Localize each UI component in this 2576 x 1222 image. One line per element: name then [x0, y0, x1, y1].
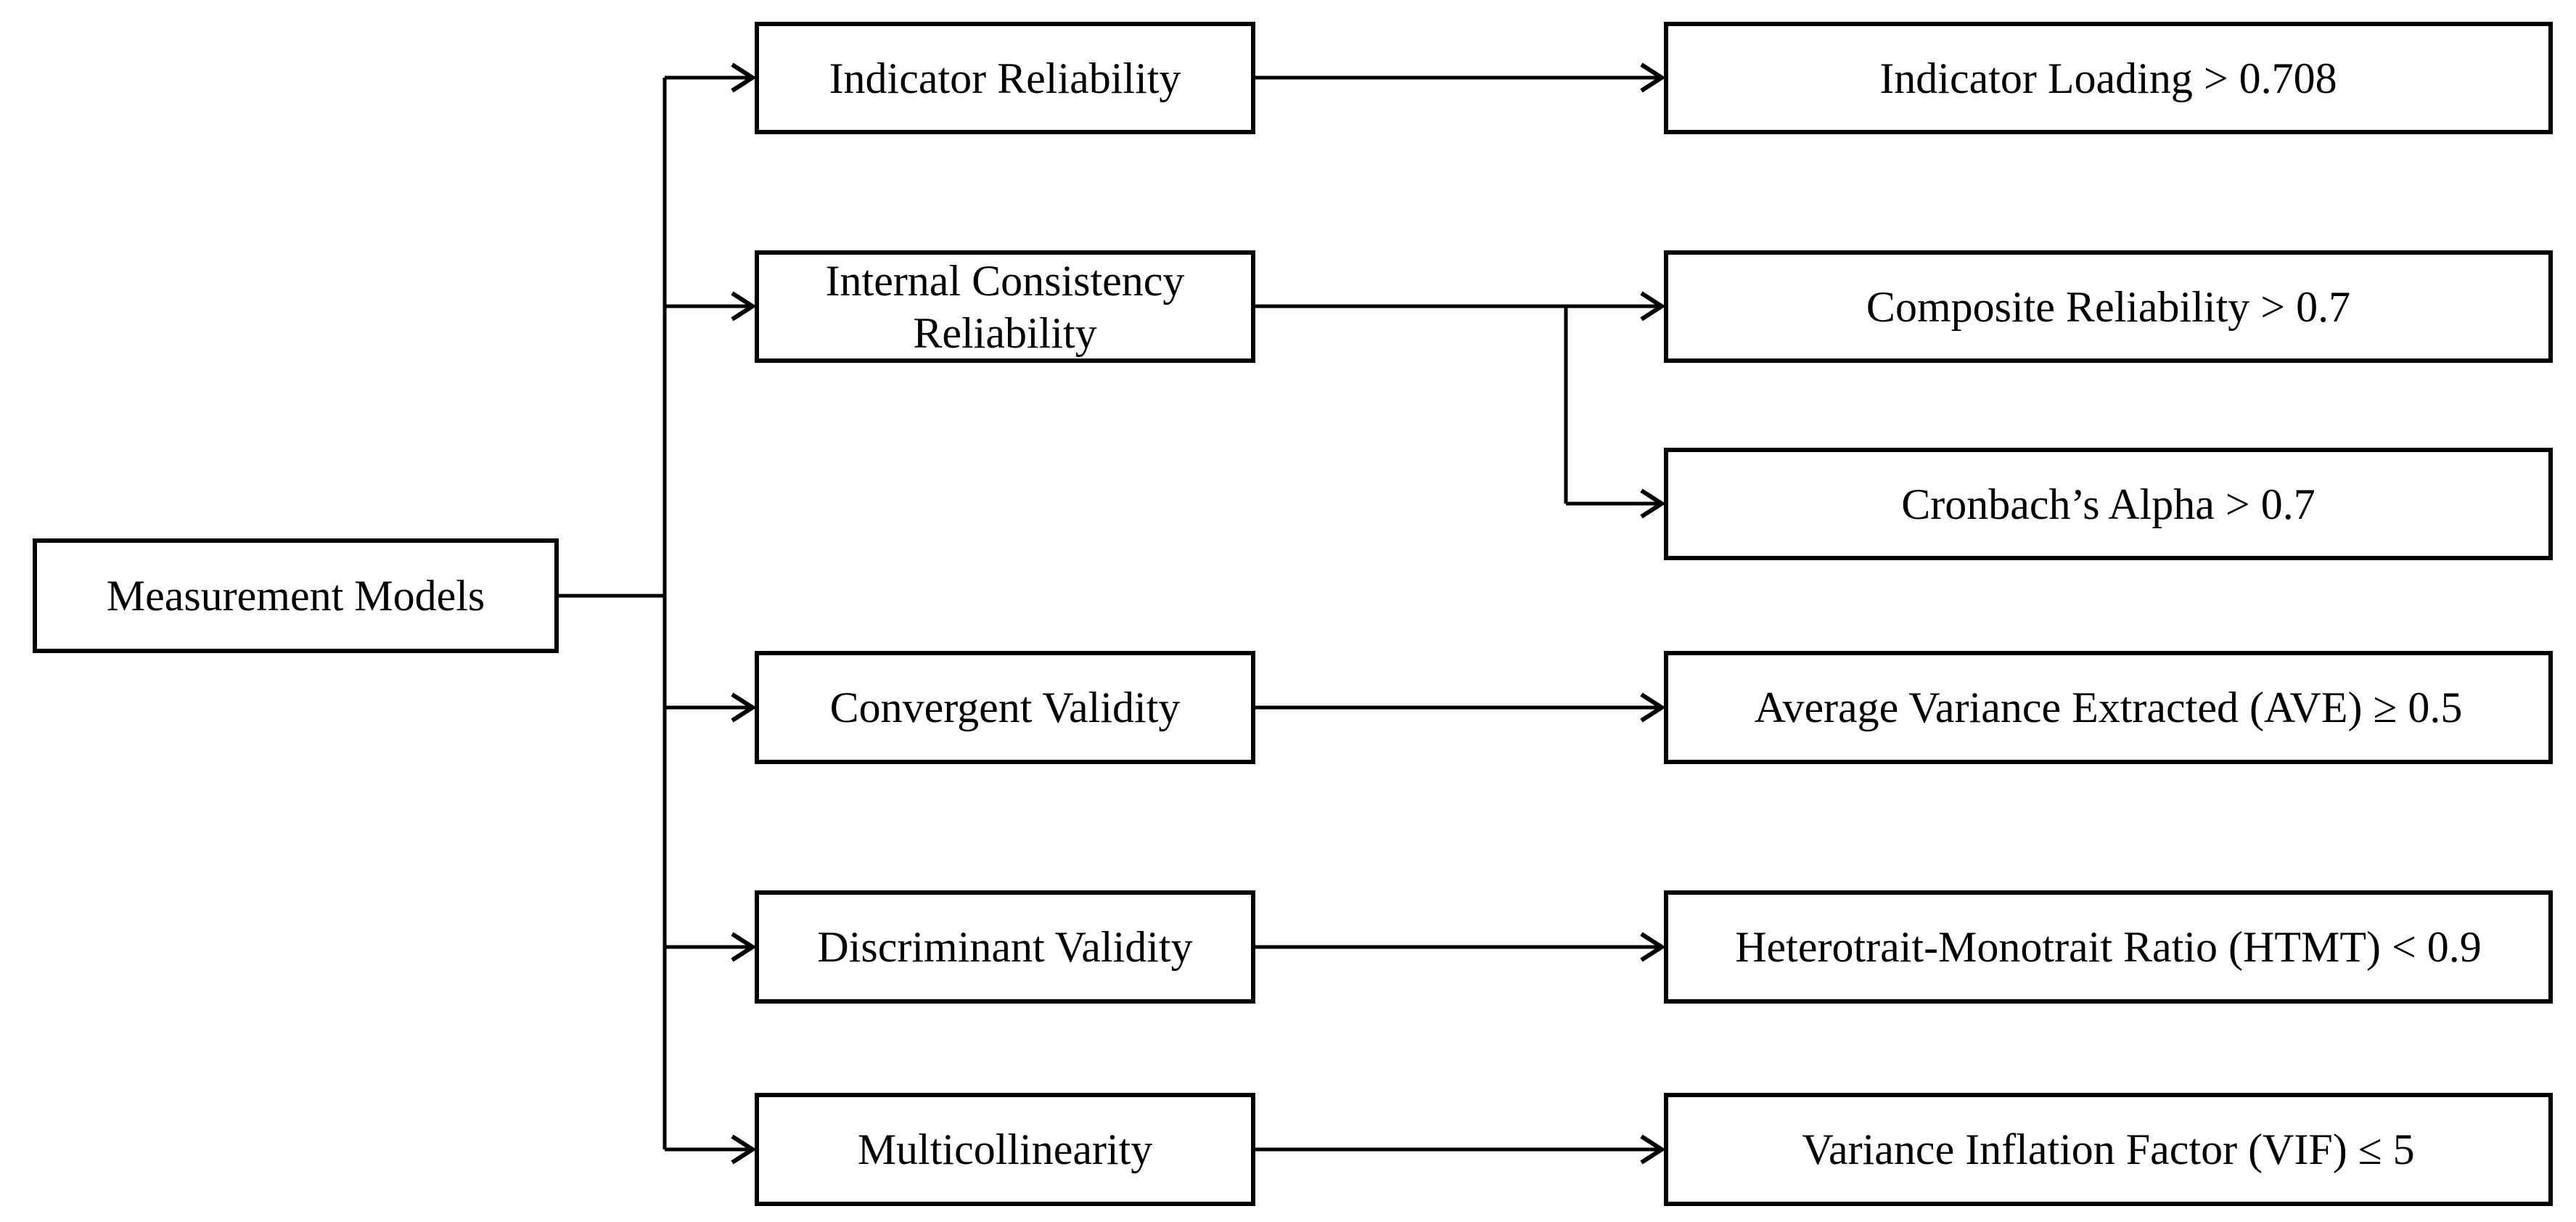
threshold-box-htmt: Heterotrait-Monotrait Ratio (HTMT) < 0.9: [1664, 890, 2553, 1004]
threshold-box-indicator-loading: Indicator Loading > 0.708: [1664, 22, 2553, 134]
threshold-label: Cronbach’s Alpha > 0.7: [1901, 480, 2315, 528]
criterion-box-convergent-validity: Convergent Validity: [755, 651, 1255, 764]
criterion-box-multicollinearity: Multicollinearity: [755, 1093, 1255, 1206]
criterion-label: Convergent Validity: [829, 684, 1181, 731]
threshold-label: Average Variance Extracted (AVE) ≥ 0.5: [1754, 684, 2463, 731]
threshold-box-ave: Average Variance Extracted (AVE) ≥ 0.5: [1664, 651, 2553, 764]
criterion-box-indicator-reliability: Indicator Reliability: [755, 22, 1255, 134]
criterion-label: Discriminant Validity: [817, 923, 1193, 971]
criterion-label: Indicator Reliability: [829, 54, 1181, 102]
threshold-label: Indicator Loading > 0.708: [1879, 54, 2337, 102]
criterion-box-discriminant-validity: Discriminant Validity: [755, 890, 1255, 1004]
threshold-box-cronbachs-alpha: Cronbach’s Alpha > 0.7: [1664, 448, 2553, 560]
threshold-label: Variance Inflation Factor (VIF) ≤ 5: [1802, 1125, 2415, 1173]
criterion-label: Multicollinearity: [857, 1125, 1153, 1173]
threshold-label: Composite Reliability > 0.7: [1866, 282, 2351, 331]
threshold-label: Heterotrait-Monotrait Ratio (HTMT) < 0.9: [1735, 923, 2482, 971]
criterion-box-internal-consistency-reliability: Internal Consistency Reliability: [755, 250, 1255, 363]
root-label: Measurement Models: [106, 572, 485, 620]
criterion-label: Internal Consistency Reliability: [825, 256, 1185, 357]
threshold-box-composite-reliability: Composite Reliability > 0.7: [1664, 250, 2553, 363]
root-box-measurement-models: Measurement Models: [33, 538, 559, 653]
threshold-box-vif: Variance Inflation Factor (VIF) ≤ 5: [1664, 1093, 2553, 1206]
